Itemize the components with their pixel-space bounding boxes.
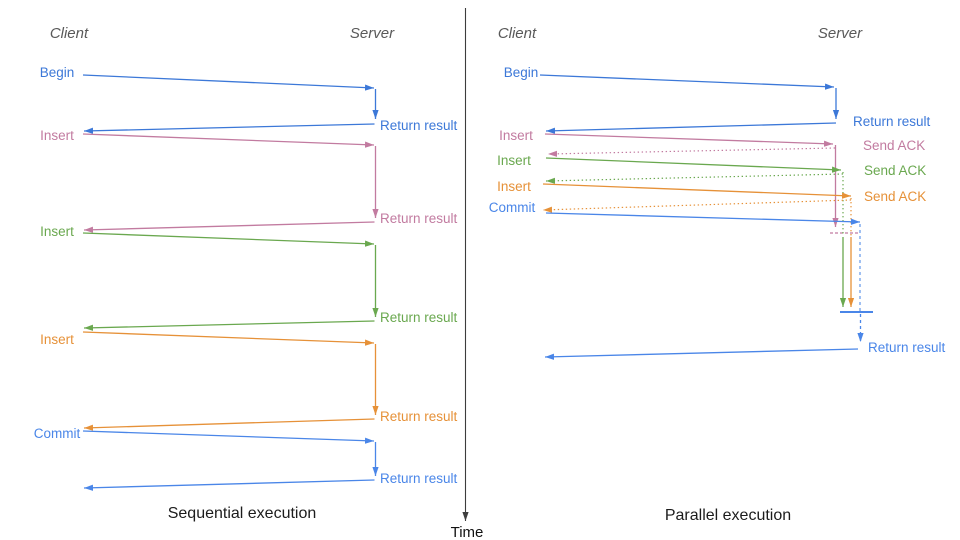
seq-commit-label: Commit bbox=[34, 426, 81, 441]
seq-commit-response-label: Return result bbox=[380, 471, 458, 486]
parallel-diagram: Client Server Begin Return result Insert… bbox=[489, 25, 946, 524]
par-begin-response-label: Return result bbox=[853, 114, 931, 129]
sequential-diagram: Client Server Begin Return result Insert… bbox=[34, 25, 458, 522]
par-commit-request-arrow bbox=[545, 212, 861, 225]
par-insert1-label: Insert bbox=[499, 128, 533, 143]
seq-begin-label: Begin bbox=[40, 65, 75, 80]
seq-insert1-label: Insert bbox=[40, 128, 74, 143]
seq-insert1-request-arrow bbox=[82, 133, 375, 148]
par-begin-label: Begin bbox=[504, 65, 539, 80]
par-begin-response-arrow bbox=[545, 122, 837, 134]
seq-commit-request-arrow bbox=[82, 430, 375, 444]
par-commit-label: Commit bbox=[489, 200, 536, 215]
seq-insert1-response-arrow bbox=[83, 221, 375, 233]
seq-begin-response-arrow bbox=[83, 123, 375, 134]
par-begin-request-arrow bbox=[539, 74, 835, 90]
seq-begin-request-arrow bbox=[82, 74, 375, 91]
par-insert3-ack-arrow bbox=[542, 199, 852, 213]
seq-insert3-response-arrow bbox=[83, 418, 375, 431]
par-insert3-ack-label: Send ACK bbox=[864, 189, 926, 204]
seq-insert2-request-arrow bbox=[82, 232, 375, 247]
seq-insert2-label: Insert bbox=[40, 224, 74, 239]
seq-insert3-label: Insert bbox=[40, 332, 74, 347]
seq-begin-response-label: Return result bbox=[380, 118, 458, 133]
par-insert2-ack-arrow bbox=[545, 173, 844, 184]
par-client-header: Client bbox=[498, 25, 537, 42]
par-commit-response-arrow bbox=[544, 348, 859, 360]
par-commit-response-label: Return result bbox=[868, 340, 946, 355]
seq-insert2-response-label: Return result bbox=[380, 310, 458, 325]
seq-client-header: Client bbox=[50, 25, 89, 42]
seq-server-header: Server bbox=[350, 25, 395, 42]
seq-insert3-request-arrow bbox=[82, 331, 375, 346]
parallel-caption: Parallel execution bbox=[665, 507, 791, 524]
par-insert3-request-arrow bbox=[542, 183, 852, 199]
time-axis: Time bbox=[451, 8, 484, 540]
par-insert1-ack-arrow bbox=[547, 147, 836, 157]
time-axis-label: Time bbox=[451, 524, 484, 540]
par-insert2-request-arrow bbox=[545, 157, 842, 173]
seq-insert1-response-label: Return result bbox=[380, 211, 458, 226]
par-insert2-ack-label: Send ACK bbox=[864, 163, 926, 178]
seq-commit-response-arrow bbox=[83, 479, 375, 491]
par-insert3-label: Insert bbox=[497, 179, 531, 194]
seq-insert3-response-label: Return result bbox=[380, 409, 458, 424]
par-insert1-ack-label: Send ACK bbox=[863, 138, 925, 153]
sequential-caption: Sequential execution bbox=[168, 505, 317, 522]
seq-insert2-response-arrow bbox=[83, 320, 375, 331]
par-insert2-label: Insert bbox=[497, 153, 531, 168]
par-insert1-request-arrow bbox=[544, 133, 834, 147]
par-server-header: Server bbox=[818, 25, 863, 42]
